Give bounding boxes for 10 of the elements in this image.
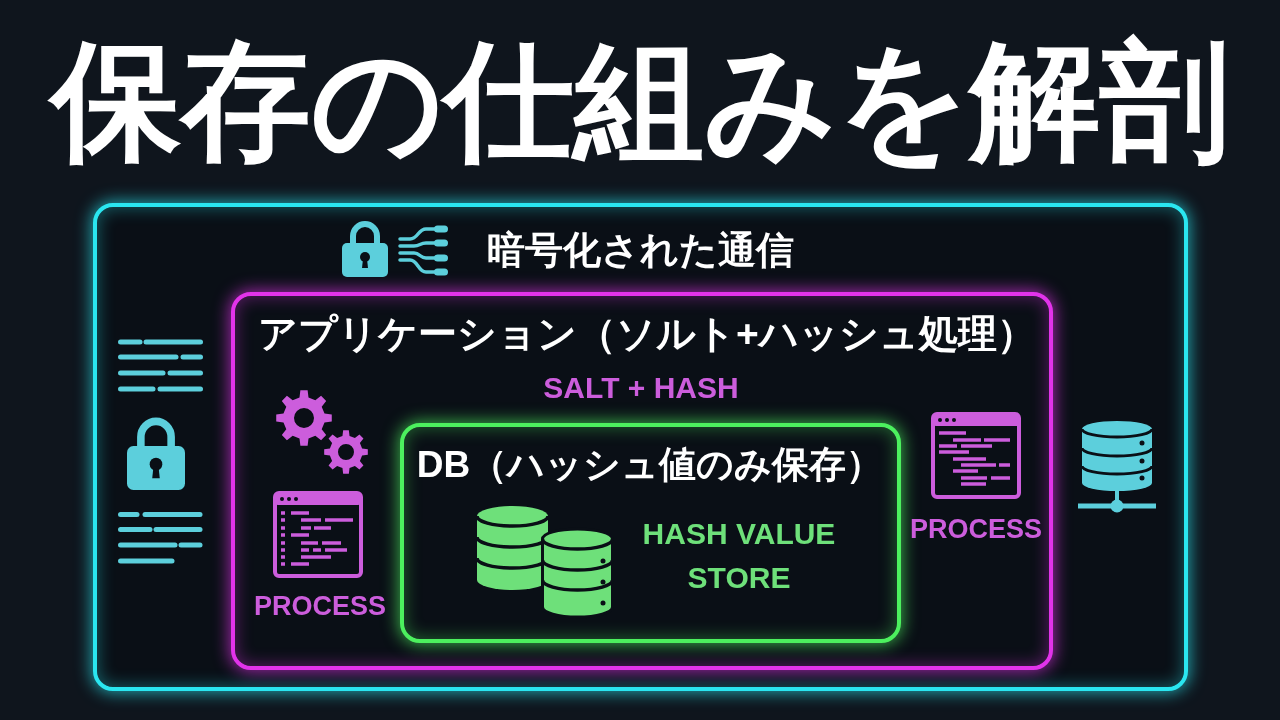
tag-text: HASH VALUE STORE bbox=[641, 516, 837, 596]
database-box bbox=[400, 423, 901, 643]
icon-caption: PROCESS bbox=[910, 516, 1042, 543]
application-box bbox=[231, 292, 1053, 670]
box-heading: 暗号化された通信 bbox=[486, 231, 794, 269]
tag-text: SALT + HASH bbox=[543, 373, 739, 403]
box-heading: DB（ハッシュ値のみ保存） bbox=[416, 446, 884, 483]
box-heading: アプリケーション（ソルト+ハッシュ処理） bbox=[258, 314, 1036, 353]
outer-box bbox=[93, 203, 1188, 691]
icon-caption: PROCESS bbox=[254, 593, 386, 620]
